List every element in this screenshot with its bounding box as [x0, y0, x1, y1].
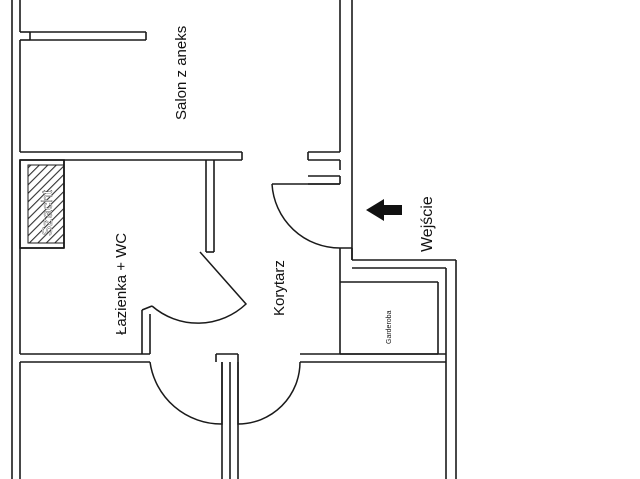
salon-label: Salon z aneks [173, 26, 190, 120]
shaft [19, 159, 65, 249]
korytarz-label: Korytarz [271, 260, 288, 316]
garderoba-label: Garderoba [386, 310, 393, 344]
doors [149, 183, 352, 425]
walls [11, 0, 457, 479]
entrance-label: Wejście [419, 196, 436, 252]
lazienka-label: Łazienka + WC [113, 233, 130, 335]
szacht-label: Szacht [39, 189, 56, 236]
arrow-left-icon [366, 199, 402, 221]
